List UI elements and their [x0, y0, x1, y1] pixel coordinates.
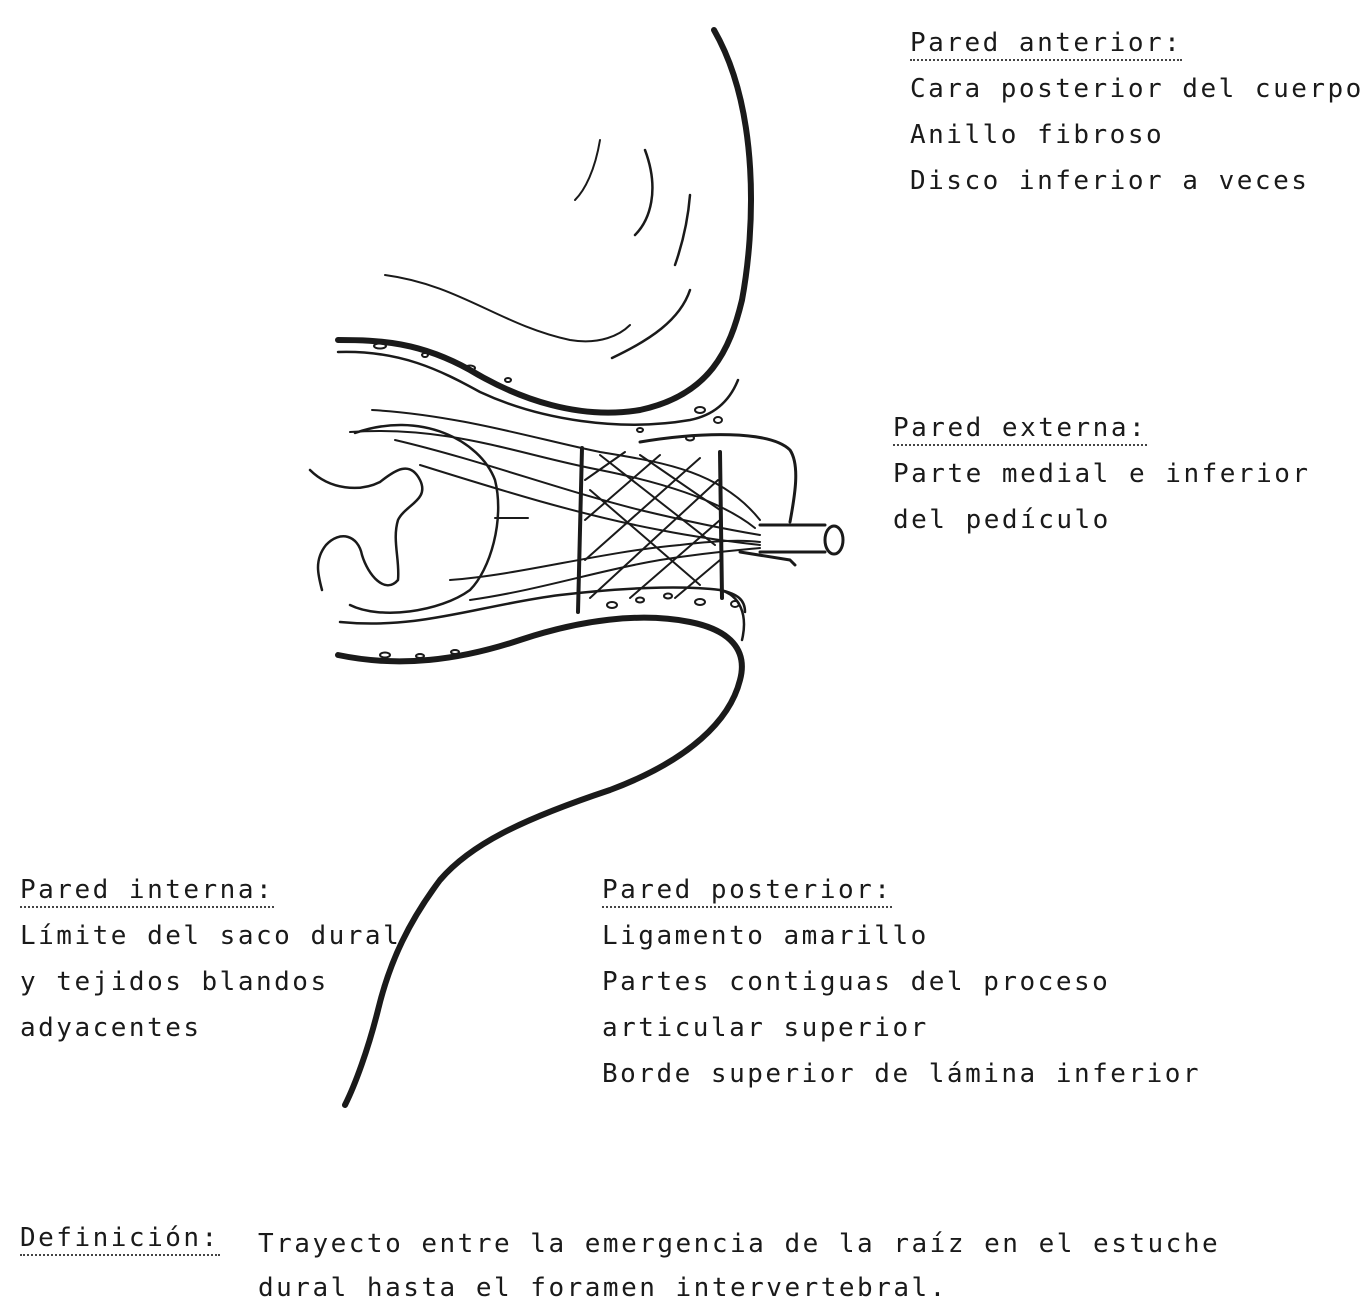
root-end-cut — [825, 526, 843, 554]
pared-anterior-line-3: Disco inferior a veces — [910, 158, 1364, 204]
definition-term: Definición: — [20, 1222, 220, 1256]
endplate-curve-2 — [612, 290, 690, 358]
pared-posterior-line-1: Ligamento amarillo — [602, 913, 1201, 959]
pared-externa-heading: Pared externa: — [893, 412, 1147, 446]
pedicle-hatching — [585, 452, 720, 598]
pedicle-right-border — [720, 452, 722, 598]
pared-posterior-heading: Pared posterior: — [602, 874, 892, 908]
pared-interna-heading: Pared interna: — [20, 874, 274, 908]
root-sleeve-bottom — [740, 552, 795, 565]
spinal-cord-outline — [310, 469, 422, 590]
pared-interna-block: Pared interna: Límite del saco dural y t… — [20, 867, 401, 1051]
pared-anterior-block: Pared anterior: Cara posterior del cuerp… — [910, 20, 1364, 204]
pared-posterior-block: Pared posterior: Ligamento amarillo Part… — [602, 867, 1201, 1097]
trabecular-line-1 — [575, 140, 600, 200]
trabecular-line-3 — [675, 195, 690, 265]
pared-externa-line-1: Parte medial e inferior — [893, 451, 1311, 497]
pared-posterior-line-3: articular superior — [602, 1005, 1201, 1051]
pared-interna-line-2: y tejidos blandos — [20, 959, 401, 1005]
endplate-curve-1 — [385, 275, 630, 341]
pared-interna-line-1: Límite del saco dural — [20, 913, 401, 959]
body-inner-line — [338, 352, 738, 425]
definition-line-1: Trayecto entre la emergencia de la raíz … — [258, 1222, 1220, 1266]
pared-anterior-heading: Pared anterior: — [910, 27, 1182, 61]
pared-anterior-line-2: Anillo fibroso — [910, 112, 1364, 158]
definition-text: Trayecto entre la emergencia de la raíz … — [258, 1222, 1220, 1310]
pared-posterior-line-4: Borde superior de lámina inferior — [602, 1051, 1201, 1097]
pared-externa-block: Pared externa: Parte medial e inferior d… — [893, 405, 1311, 543]
pared-posterior-line-2: Partes contiguas del proceso — [602, 959, 1201, 1005]
pared-externa-line-2: del pedículo — [893, 497, 1311, 543]
pedicle-left-border — [578, 448, 582, 612]
dural-sac-outline — [350, 425, 498, 613]
pared-anterior-line-1: Cara posterior del cuerpo — [910, 66, 1364, 112]
trabecular-line-2 — [635, 150, 652, 235]
definition-line-2: dural hasta el foramen intervertebral. — [258, 1266, 1220, 1310]
vertebral-body-contour — [338, 30, 751, 413]
pared-interna-line-3: adyacentes — [20, 1005, 401, 1051]
